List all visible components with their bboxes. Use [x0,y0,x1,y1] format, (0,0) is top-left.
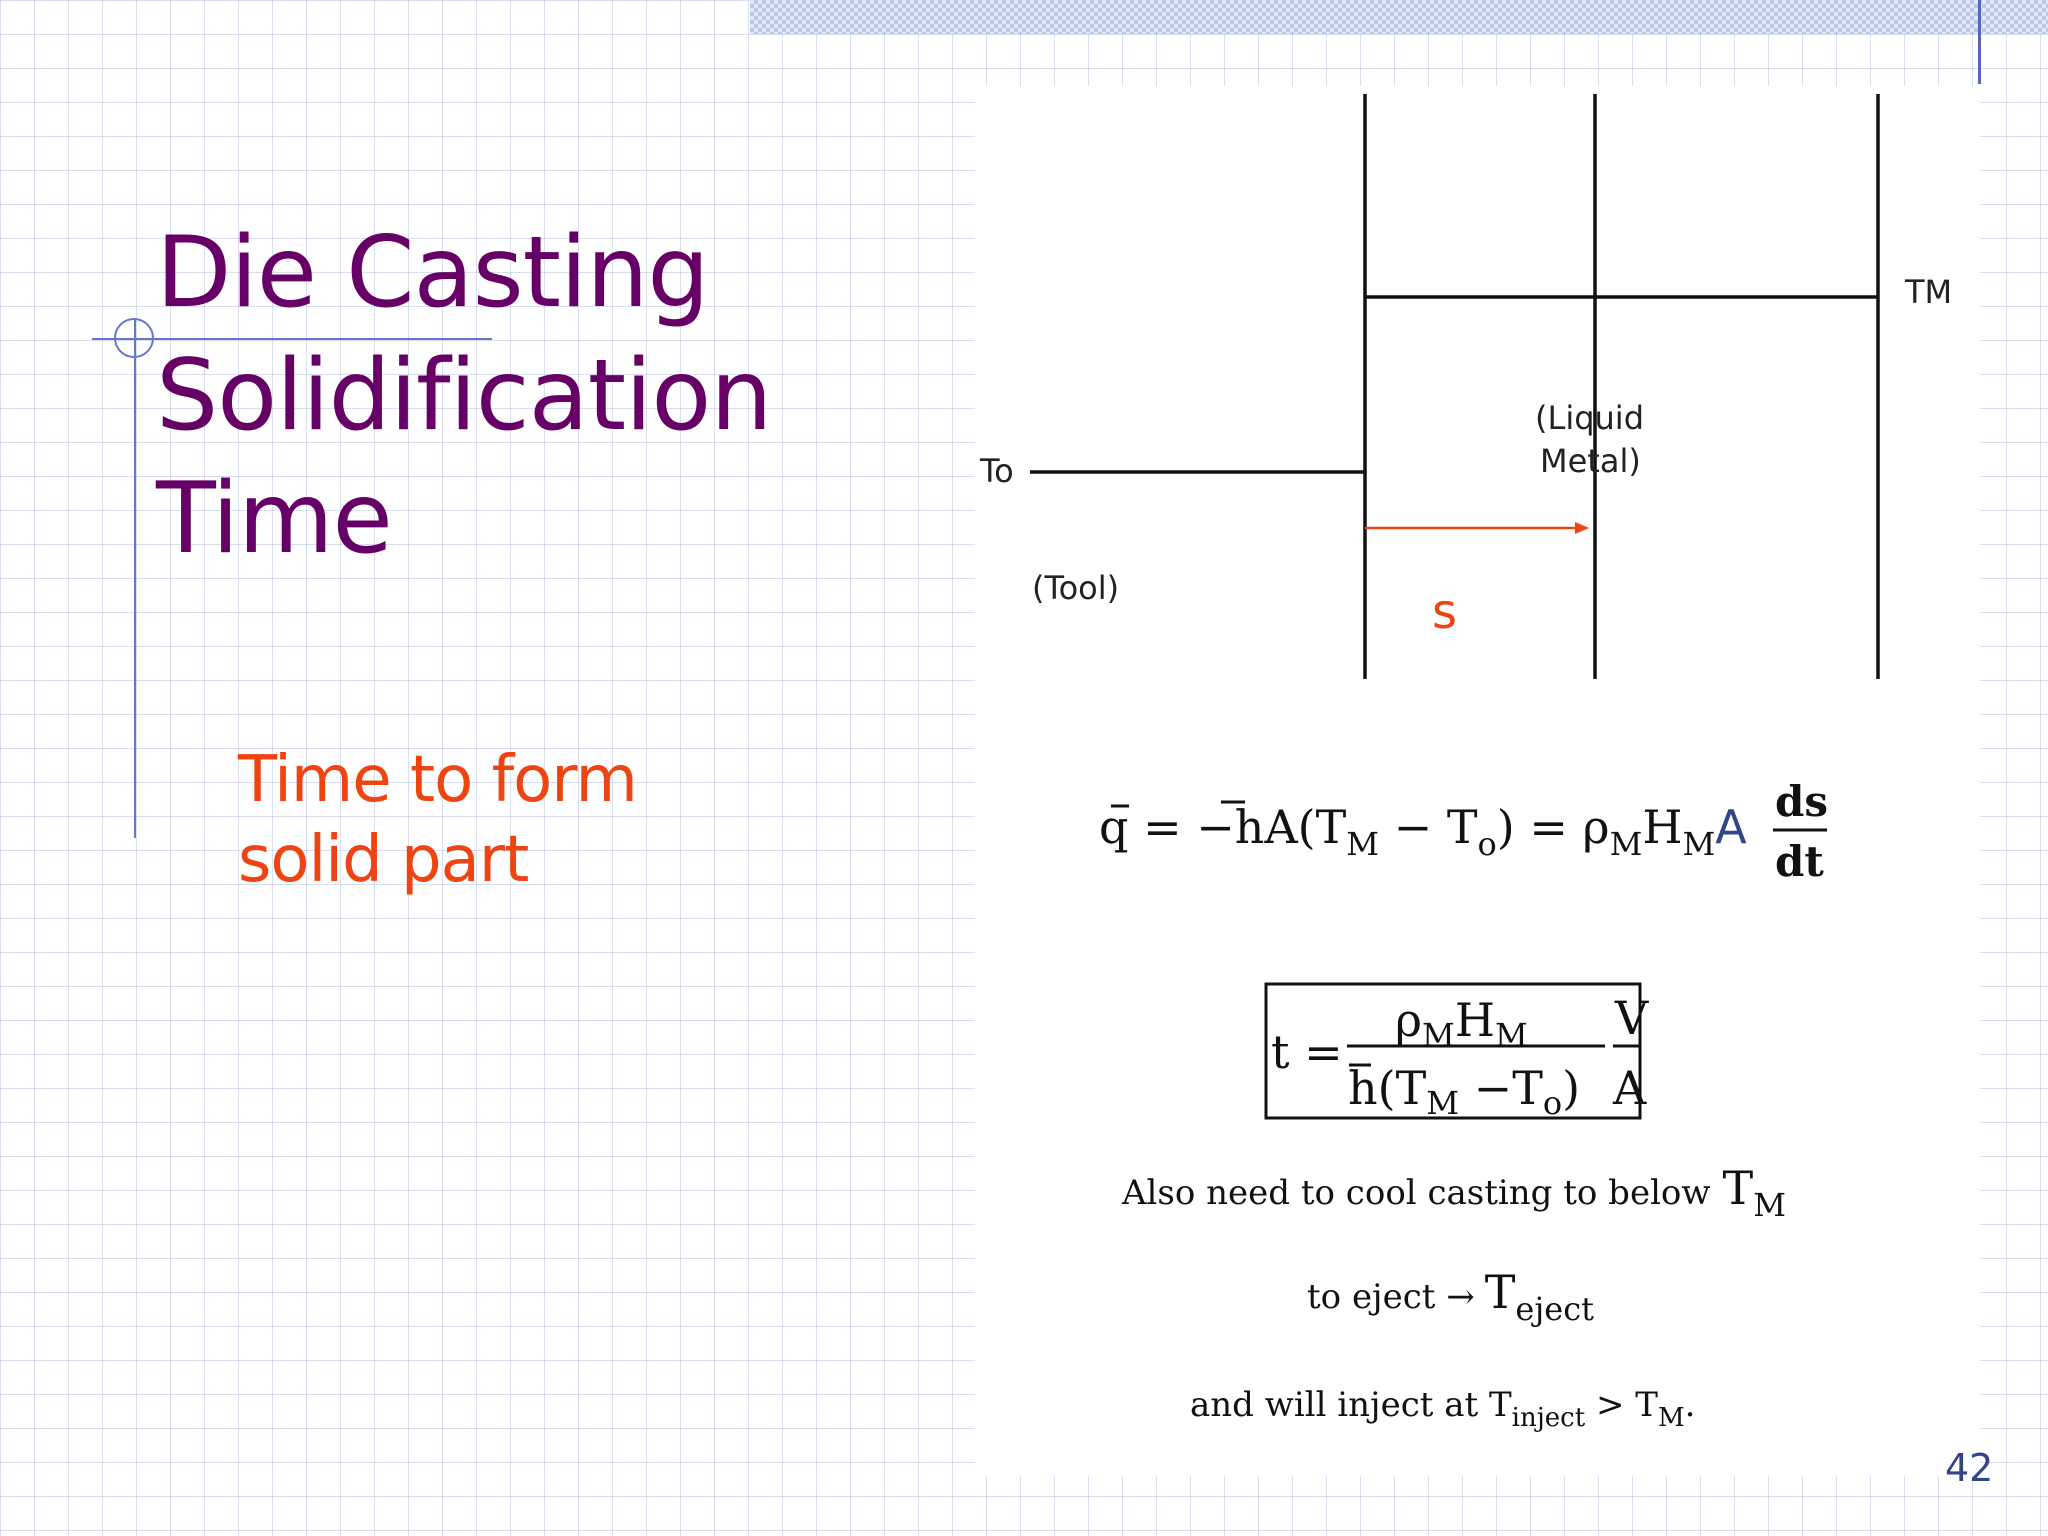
equation-heat-flux-text: q = −hA(TM − To) = ρMHMA [1099,800,1747,863]
note-line-2: to eject →Teject [1307,1265,1594,1328]
fraction-numerator: ds [1775,777,1828,826]
title-circle-ornament [114,318,154,358]
top-decorative-band [750,0,2048,34]
bullet-line-1: Time to form [238,743,638,817]
figure-panel: TM To (Liquid Metal) (Tool) s q = −hA(TM… [975,86,1980,1476]
page-number: 42 [1945,1446,1994,1490]
fraction-denominator: dt [1775,837,1824,886]
bullet-line-2: solid part [238,823,529,897]
label-tm: TM [1904,273,1952,311]
note-line-3: and will inject at Tinject > TM. [1190,1385,1695,1433]
solidification-figure: TM To (Liquid Metal) (Tool) s q = −hA(TM… [979,94,1952,1433]
title-line-3: Time [156,462,393,576]
time-a: A [1612,1061,1647,1115]
heat-flux-equation: q = −hA(TM − To) = ρMHMA ds dt [1099,777,1828,886]
bullet-text: Time to form solid part [238,740,718,900]
time-v: V [1614,991,1649,1045]
label-s: s [1432,584,1457,640]
schematic-diagram [1030,94,1880,679]
label-to: To [979,452,1014,490]
label-liquid-line-2: Metal) [1540,442,1641,480]
title-line-2: Solidification [156,339,772,453]
solidification-time-equation: t = ρMHM h(TM −To) V A [1264,982,1649,1122]
label-tool: (Tool) [1032,569,1119,607]
slide-title: Die Casting Solidification Time [156,212,772,581]
right-accent-line [1978,0,1981,84]
time-denominator: h(TM −To) [1348,1061,1580,1122]
title-line-1: Die Casting [156,216,710,330]
equation-box [1264,982,1642,1120]
label-liquid-line-1: (Liquid [1535,399,1644,437]
title-horizontal-rule [92,338,492,340]
time-lhs: t = [1271,1025,1343,1079]
title-vertical-rule [134,318,136,838]
time-numerator: ρMHM [1395,993,1528,1054]
